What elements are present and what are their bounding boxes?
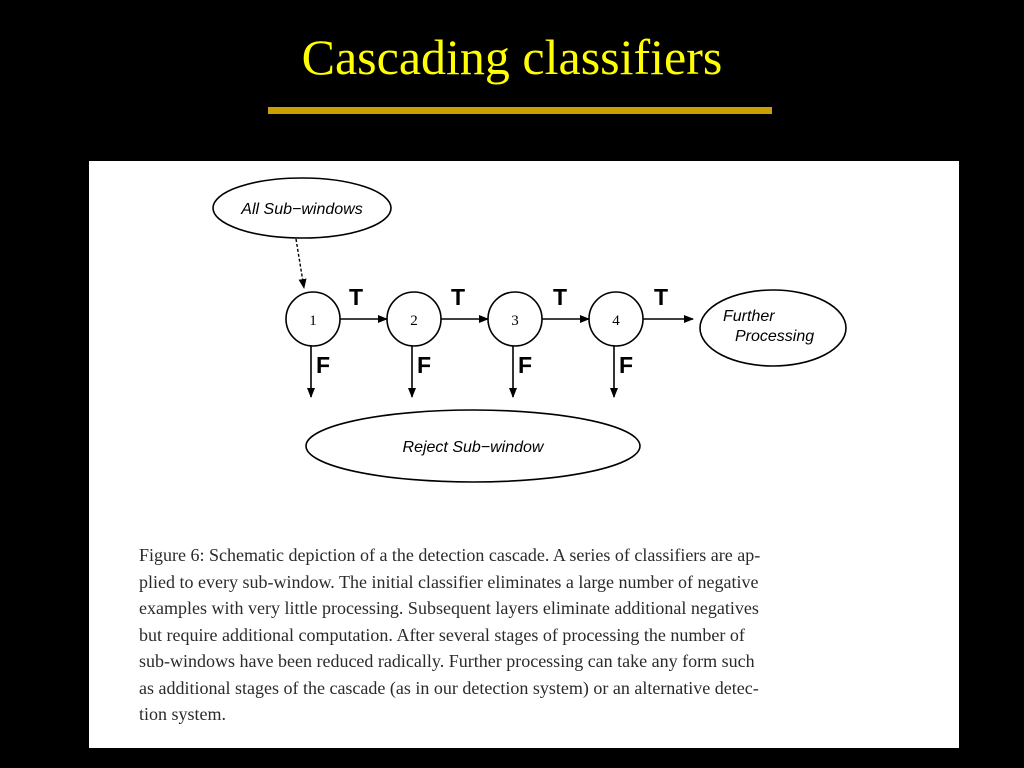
caption-line-3: examples with very little processing. Su…: [139, 598, 759, 618]
caption-line-4: but require additional computation. Afte…: [139, 624, 745, 645]
caption-line-1: Figure 6: Schematic depiction of a the d…: [139, 545, 761, 565]
input-arrow: [295, 238, 307, 289]
caption-line-5: sub-windows have been reduced radically.…: [139, 651, 755, 671]
all-subwindows-label: All Sub−windows: [240, 201, 362, 218]
stage-node-1: 1: [285, 291, 341, 347]
reject-subwindow-node: [305, 409, 641, 483]
false-label-1: F: [316, 352, 330, 378]
all-subwindows-node: [212, 177, 392, 239]
figure-caption: Figure 6: Schematic depiction of a the d…: [139, 542, 919, 728]
false-label-4: F: [619, 352, 633, 378]
caption-line-7: tion system.: [139, 704, 227, 724]
stage-label-4: 4: [612, 313, 620, 329]
stage-node-2: 2: [386, 291, 442, 347]
caption-line-6: as additional stages of the cascade (as …: [139, 677, 759, 698]
reject-subwindow-label: Reject Sub−window: [403, 439, 545, 456]
caption-line-2: plied to every sub-window. The initial c…: [139, 571, 759, 592]
true-label-1: T: [349, 284, 363, 310]
slide-title: Cascading classifiers: [301, 29, 723, 85]
true-label-2: T: [451, 284, 465, 310]
figure-panel: All Sub−windows 1 2 3 4 T T T T F: [89, 161, 959, 748]
false-label-2: F: [417, 352, 431, 378]
stage-label-1: 1: [309, 313, 317, 329]
true-label-3: T: [553, 284, 567, 310]
further-processing-label-line1: Further: [723, 308, 775, 325]
stage-node-3: 3: [487, 291, 543, 347]
stage-label-3: 3: [511, 313, 519, 329]
stage-label-2: 2: [410, 313, 418, 329]
false-label-3: F: [518, 352, 532, 378]
cascade-diagram: All Sub−windows 1 2 3 4 T T T T F: [212, 177, 847, 483]
true-label-4: T: [654, 284, 668, 310]
further-processing-label-line2: Processing: [735, 328, 814, 345]
stage-node-4: 4: [588, 291, 644, 347]
title-underline: [268, 107, 772, 114]
further-processing-node: [699, 289, 847, 367]
